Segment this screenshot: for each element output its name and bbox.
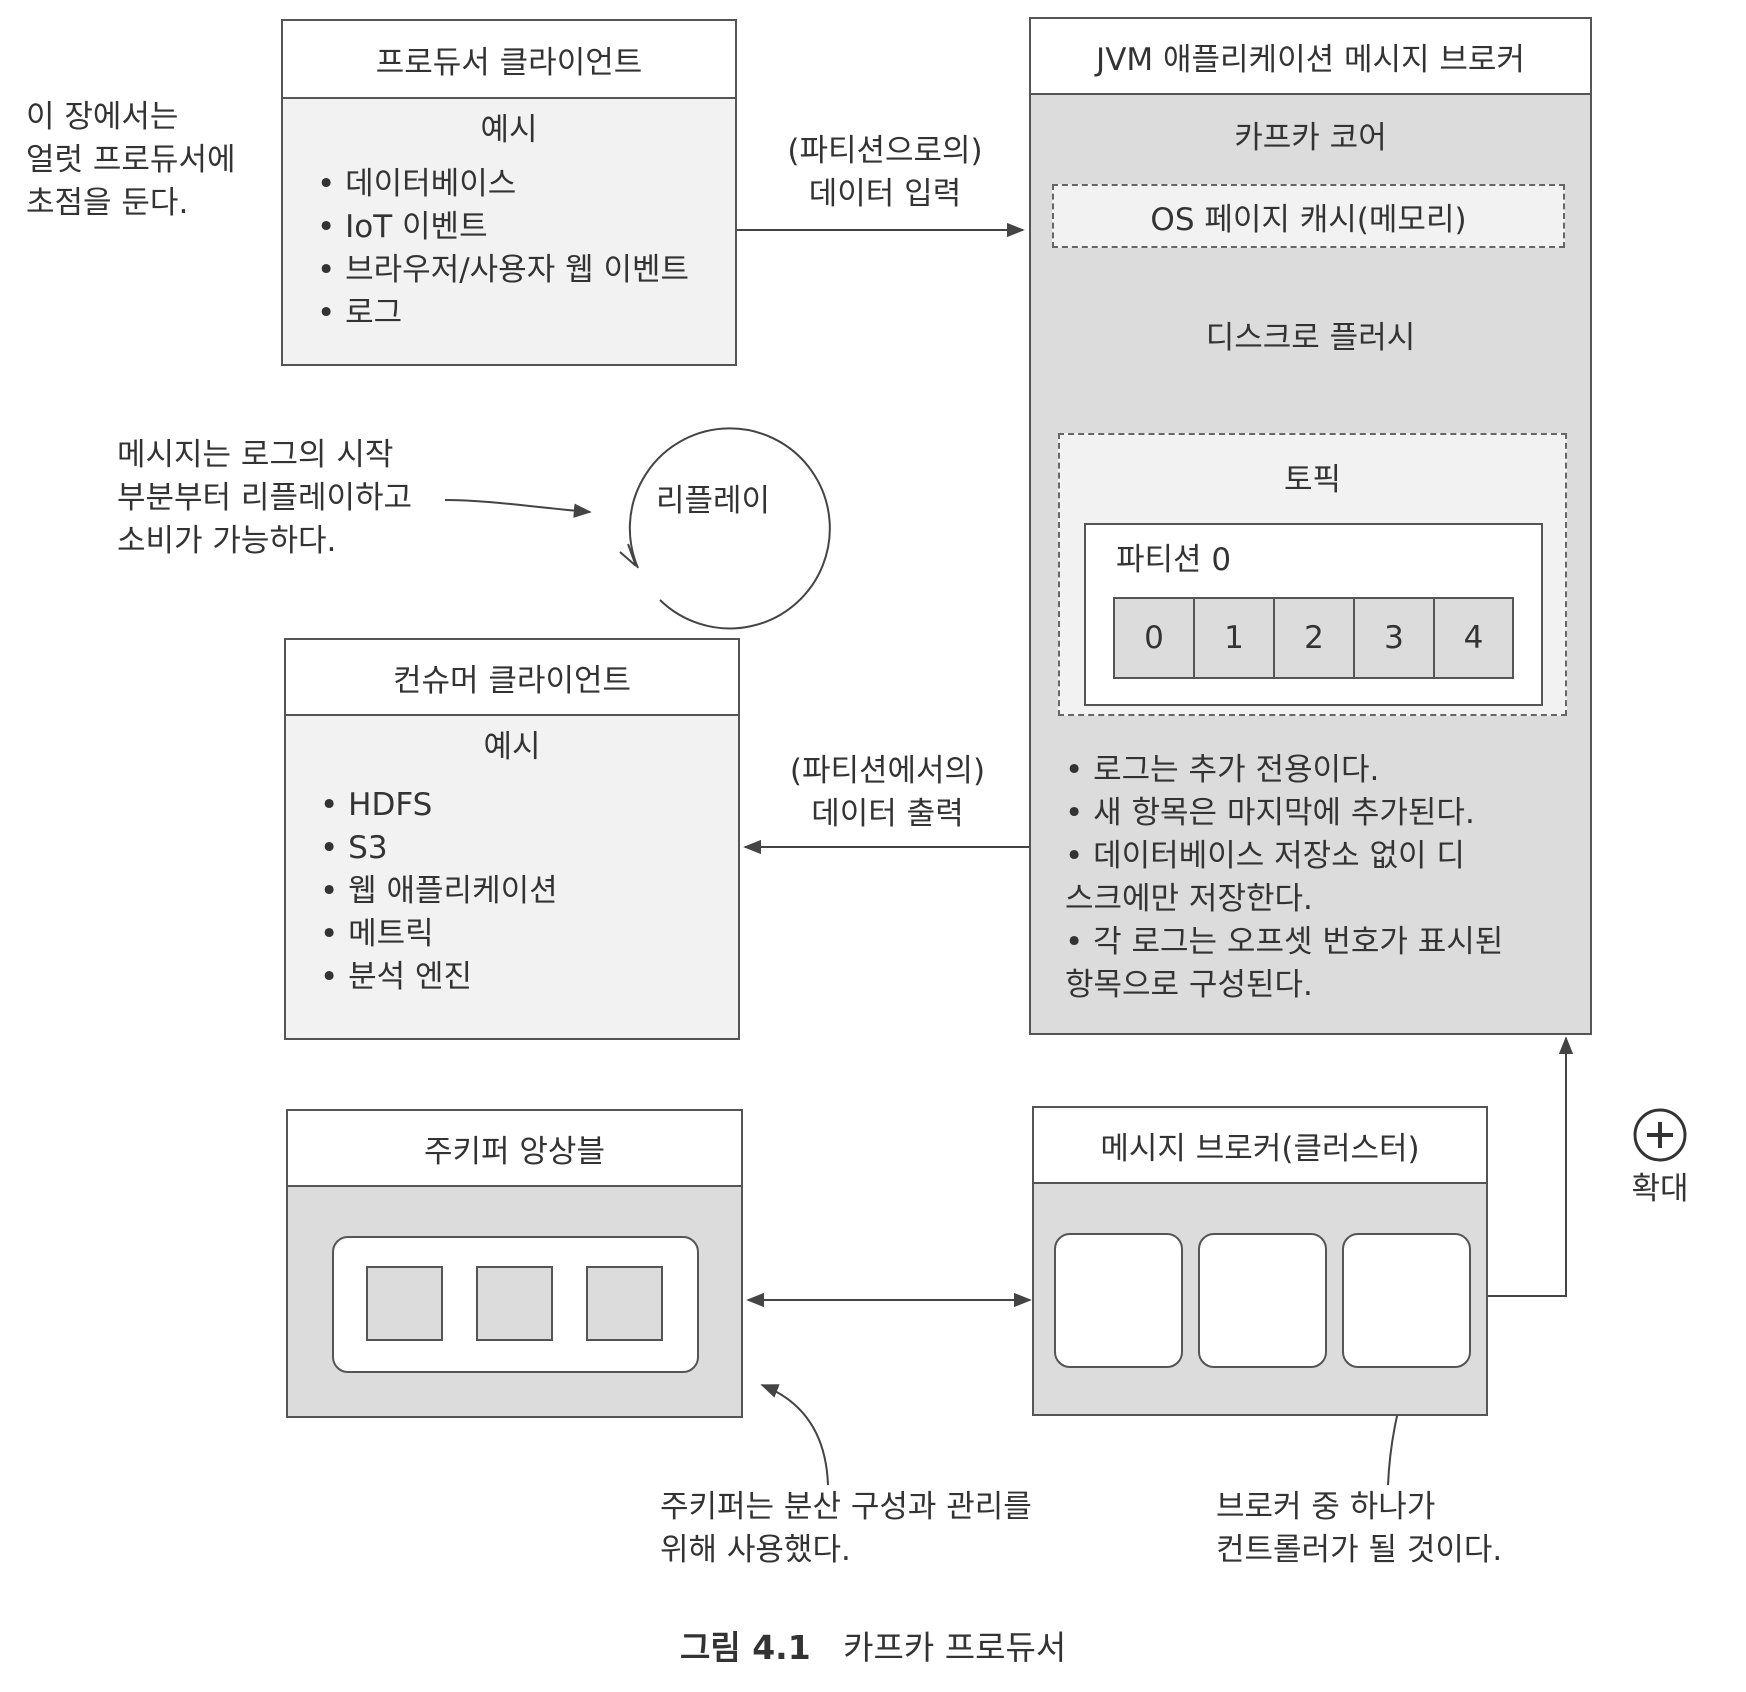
offset-cell: 2: [1275, 599, 1355, 677]
list-item: 분석 엔진: [320, 956, 558, 999]
list-item: 데이터베이스 저장소 없이 디스크에만 저장한다.: [1065, 835, 1465, 921]
figure-caption: 그림 4.1 카프카 프로듀서: [680, 1626, 1066, 1669]
list-item: 로그는 추가 전용이다.: [1065, 749, 1565, 792]
consumer-examples-title: 예시: [483, 729, 541, 765]
list-item: 로그: [317, 292, 689, 335]
replay-label: 리플레이: [656, 483, 771, 519]
topic-box: 토픽 파티션 0 0 1 2 3 4: [1058, 433, 1567, 716]
producer-title: 프로듀서 클라이언트: [283, 21, 735, 99]
offset-cell: 3: [1355, 599, 1435, 677]
producer-examples-list: 데이터베이스 IoT 이벤트 브라우저/사용자 웹 이벤트 로그: [317, 163, 689, 335]
offset-row: 0 1 2 3 4: [1113, 597, 1514, 679]
list-item: 각 로그는 오프셋 번호가 표시된 항목으로 구성된다.: [1065, 921, 1525, 1007]
list-item: IoT 이벤트: [317, 206, 689, 249]
list-item: HDFS: [320, 784, 558, 827]
list-item: 브라우저/사용자 웹 이벤트: [317, 249, 689, 292]
list-item: 새 항목은 마지막에 추가된다.: [1065, 792, 1565, 835]
plus-circle-icon: [1633, 1108, 1687, 1162]
broker-node: [1054, 1233, 1183, 1368]
zookeeper-node: [586, 1266, 663, 1341]
left-note: 이 장에서는 얼럿 프로듀서에 초점을 둔다.: [26, 99, 236, 221]
broker-node: [1198, 1233, 1327, 1368]
figure-title: 카프카 프로듀서: [843, 1628, 1067, 1667]
zookeeper-note: 주키퍼는 분산 구성과 관리를 위해 사용했다.: [660, 1489, 1032, 1568]
zookeeper-ensemble: [332, 1236, 699, 1373]
consumer-client-box: 컨슈머 클라이언트 예시 HDFS S3 웹 애플리케이션 메트릭 분석 엔진: [284, 638, 740, 1040]
offset-cell: 4: [1463, 620, 1484, 656]
replay-note-arrow: [444, 499, 592, 518]
output-label: (파티션에서의) 데이터 출력: [789, 753, 986, 832]
log-notes: 로그는 추가 전용이다. 새 항목은 마지막에 추가된다. 데이터베이스 저장소…: [1065, 749, 1565, 1007]
producer-client-box: 프로듀서 클라이언트 예시 데이터베이스 IoT 이벤트 브라우저/사용자 웹 …: [281, 19, 737, 366]
zookeeper-box: 주키퍼 앙상블: [286, 1109, 743, 1418]
replay-note: 메시지는 로그의 시작 부분부터 리플레이하고 소비가 가능하다.: [117, 437, 413, 559]
replay-circle: [628, 427, 831, 630]
producer-examples-title: 예시: [480, 112, 538, 148]
consumer-examples-list: HDFS S3 웹 애플리케이션 메트릭 분석 엔진: [320, 784, 558, 999]
consumer-title: 컨슈머 클라이언트: [286, 640, 738, 716]
broker-cluster-box: 메시지 브로커(클러스터): [1032, 1106, 1488, 1416]
partition-label: 파티션 0: [1116, 542, 1232, 578]
partition-box: 파티션 0 0 1 2 3 4: [1084, 523, 1543, 706]
list-item: S3: [320, 827, 558, 870]
controller-note: 브로커 중 하나가 컨트롤러가 될 것이다.: [1216, 1489, 1503, 1568]
list-item: 메트릭: [320, 913, 558, 956]
zookeeper-node: [366, 1266, 443, 1341]
flush-label: 디스크로 플러시: [1205, 320, 1416, 356]
broker-cluster-title: 메시지 브로커(클러스터): [1034, 1108, 1486, 1184]
zk-note-arrow: [760, 1384, 829, 1486]
input-label: (파티션으로의) 데이터 입력: [787, 133, 983, 212]
offset-cell: 0: [1115, 599, 1195, 677]
controller-broker-node: [1342, 1233, 1471, 1368]
jvm-title: JVM 애플리케이션 메시지 브로커: [1031, 19, 1590, 95]
kafka-core-label: 카프카 코어: [1234, 120, 1387, 156]
expand-connector: [1470, 1036, 1574, 1297]
os-page-cache: OS 페이지 캐시(메모리): [1052, 184, 1565, 248]
list-item: 데이터베이스: [317, 163, 689, 206]
jvm-broker-box: JVM 애플리케이션 메시지 브로커 카프카 코어 OS 페이지 캐시(메모리)…: [1029, 17, 1592, 1035]
topic-label: 토픽: [1283, 462, 1342, 498]
list-item: 웹 애플리케이션: [320, 870, 558, 913]
zookeeper-title: 주키퍼 앙상블: [288, 1111, 741, 1187]
offset-cell: 1: [1195, 599, 1275, 677]
figure-number: 그림 4.1: [680, 1628, 811, 1667]
expand-label: 확대: [1631, 1171, 1689, 1207]
zookeeper-node: [476, 1266, 553, 1341]
